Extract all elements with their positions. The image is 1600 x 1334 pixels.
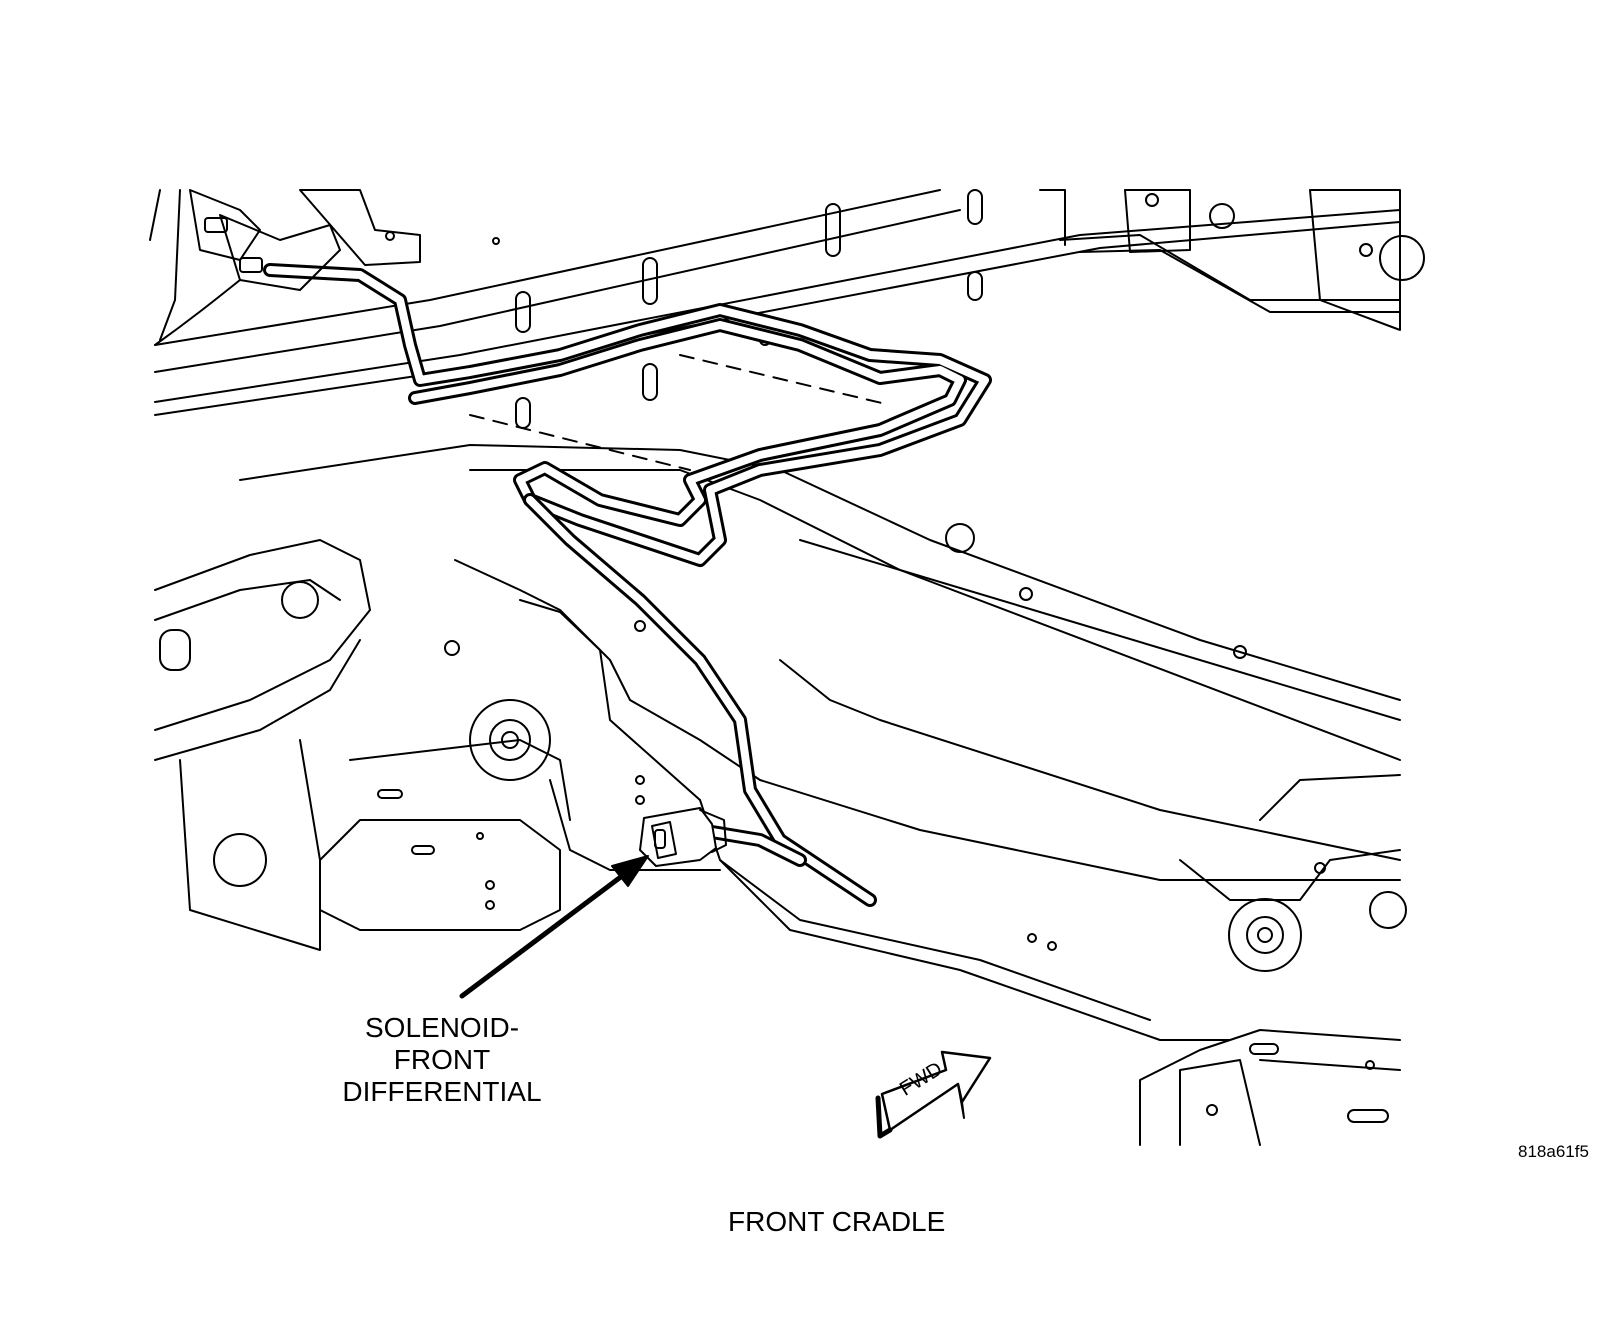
rail-slots <box>385 189 1425 429</box>
wiring-harness <box>154 263 992 907</box>
callout-line-2: FRONT <box>393 1044 491 1075</box>
fwd-arrow-icon <box>875 1050 992 1139</box>
upper-frame-rail <box>154 189 1401 416</box>
callout-leader-arrow <box>459 855 649 999</box>
callout-line-1: SOLENOID- <box>364 1012 520 1043</box>
solenoid-callout-label: SOLENOID- FRONT DIFFERENTIAL <box>312 1012 572 1108</box>
upper-left-connectors <box>149 189 341 341</box>
cradle-crossmember <box>239 444 1401 1041</box>
hidden-lines <box>469 354 891 471</box>
right-side-mount <box>1139 774 1407 1146</box>
figure-caption: FRONT CRADLE <box>728 1206 946 1237</box>
figure-code: 818a61f5 <box>1518 1142 1589 1161</box>
left-suspension-mount <box>154 539 571 951</box>
callout-line-3: DIFFERENTIAL <box>342 1076 542 1107</box>
solenoid-connector <box>639 807 727 867</box>
